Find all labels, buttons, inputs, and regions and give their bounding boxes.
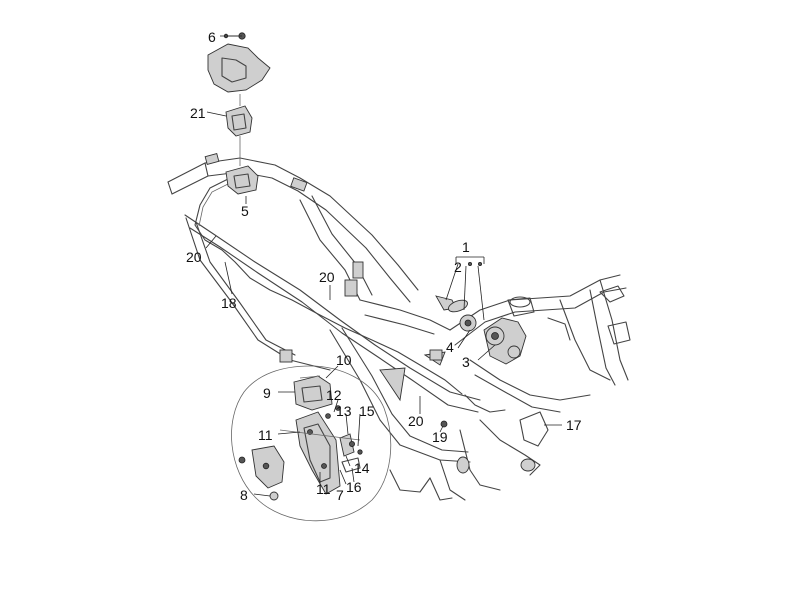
callout-6: 6 [208,29,216,45]
leader-lines [205,35,562,497]
callout-14: 14 [354,460,370,476]
callout-13: 13 [336,403,352,419]
bracket-17 [519,411,549,447]
bolt-19 [440,420,448,428]
scooter-frame [167,153,631,501]
callout-11-a: 11 [258,427,273,443]
cover-assembly [207,32,271,93]
callout-8: 8 [240,487,248,503]
callout-4: 4 [446,339,454,355]
callout-20-c: 20 [408,413,424,429]
callout-9: 9 [263,385,271,401]
callout-19: 19 [432,429,448,445]
callout-7: 7 [336,487,344,503]
callout-15: 15 [359,403,375,419]
callout-20-a: 20 [186,249,202,265]
callout-18: 18 [221,295,237,311]
ignition-lock-group [435,261,535,365]
relay-5 [225,94,259,195]
callout-16: 16 [346,479,362,495]
detail-inset [231,365,392,522]
callout-5: 5 [241,203,249,219]
callout-11-b: 11 [316,481,331,497]
wiring-harness [194,177,506,413]
callout-1: 1 [462,239,470,255]
callout-12: 12 [326,387,342,403]
bracket-21 [225,105,253,137]
callout-20-b: 20 [319,269,335,285]
callout-17: 17 [566,417,582,433]
callout-labels: 6 21 5 20 18 20 1 2 4 3 10 9 12 13 15 20… [186,29,582,503]
callout-10: 10 [336,352,352,368]
callout-21: 21 [190,105,206,121]
callout-3: 3 [462,354,470,370]
callout-2: 2 [454,259,462,275]
